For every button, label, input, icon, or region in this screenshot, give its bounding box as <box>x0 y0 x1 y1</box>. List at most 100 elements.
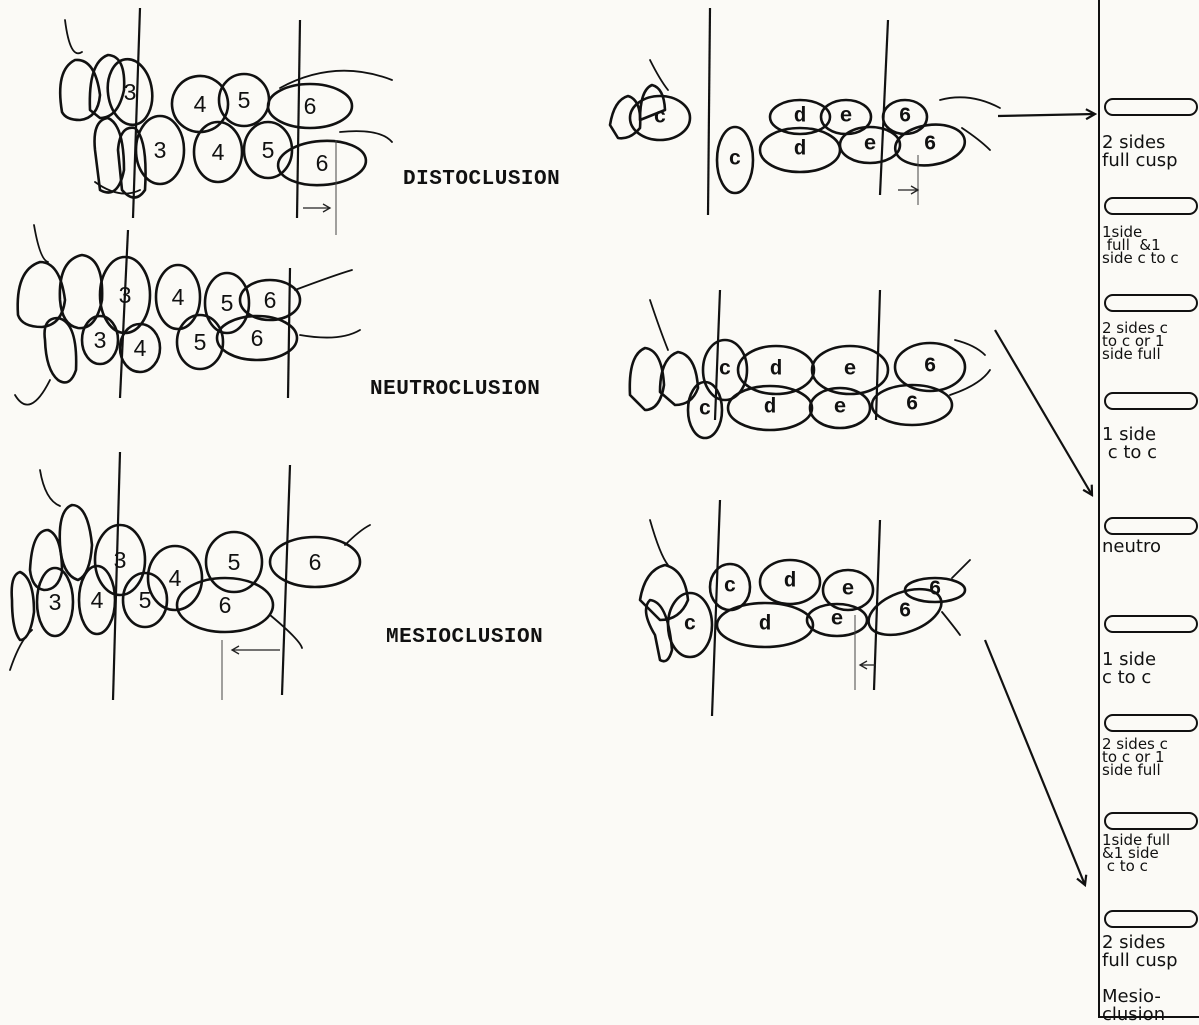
gum-line <box>345 525 370 545</box>
tooth-label: 3 <box>154 137 167 163</box>
tooth-label: 6 <box>924 134 937 157</box>
tooth-label: 6 <box>304 93 317 119</box>
tooth-label: 4 <box>172 284 185 310</box>
tooth-label: 3 <box>124 79 137 105</box>
scale-divider-pill <box>1104 517 1198 535</box>
scale-divider-pill <box>1104 812 1198 830</box>
tooth-outline <box>630 348 664 410</box>
tooth-label: e <box>834 397 847 420</box>
tooth-label: 5 <box>228 549 241 575</box>
gum-line <box>10 630 32 670</box>
tooth-label: 4 <box>212 139 225 165</box>
tooth-label: c <box>724 576 737 599</box>
tooth-outline <box>45 318 77 382</box>
gum-line <box>942 612 960 635</box>
tooth-label: d <box>794 139 807 162</box>
gum-line <box>270 615 302 648</box>
scale-cell-label: Mesio- clusion <box>1102 988 1165 1024</box>
tooth-label: 4 <box>91 587 104 613</box>
scale-cell-label: 2 sides full cusp <box>1102 934 1178 970</box>
tooth-label: 5 <box>194 329 207 355</box>
row-label-distoclusion: DISTOCLUSION <box>403 168 560 191</box>
tooth-label: 6 <box>924 356 937 379</box>
reference-line <box>708 8 710 215</box>
gum-line <box>15 380 50 405</box>
tooth-label: 6 <box>899 106 912 129</box>
scale-cell-label: 1side full &1 side c to c <box>1102 834 1170 872</box>
tooth-label: 6 <box>316 150 329 176</box>
tooth-label: c <box>654 107 667 130</box>
tooth-outline <box>12 572 34 640</box>
gum-line <box>650 520 668 565</box>
reference-line <box>120 230 128 398</box>
gum-line <box>65 20 82 53</box>
tooth-label: 6 <box>219 592 232 618</box>
gum-line <box>940 97 1000 108</box>
tooth-label: 5 <box>262 137 275 163</box>
scale-cell-label: 2 sides c to c or 1 side full <box>1102 322 1168 360</box>
tooth-label: e <box>831 609 844 632</box>
gum-line <box>952 560 970 578</box>
tooth-label: d <box>770 359 783 382</box>
scale-cell-label: 1 side c to c <box>1102 651 1156 687</box>
tooth-outline <box>60 255 102 328</box>
tooth-label: d <box>794 106 807 129</box>
reference-line <box>715 290 720 420</box>
tooth-label: 3 <box>94 327 107 353</box>
scale-divider-pill <box>1104 910 1198 928</box>
scale-divider-pill <box>1104 392 1198 410</box>
tooth-label: 3 <box>49 589 62 615</box>
tooth-label: e <box>840 106 853 129</box>
classification-scale: 2 sides full cusp 1side full &1 side c to… <box>1098 0 1199 1018</box>
tooth-label: 6 <box>251 325 264 351</box>
tooth-label: e <box>864 134 877 157</box>
pointer-arrow <box>985 640 1085 885</box>
tooth-label: 5 <box>238 87 251 113</box>
tooth-label: 6 <box>899 601 912 624</box>
scale-divider-pill <box>1104 197 1198 215</box>
tooth-outline <box>660 352 698 405</box>
tooth-label: c <box>729 149 742 172</box>
tooth-label: c <box>699 399 712 422</box>
tooth-label: 4 <box>134 335 147 361</box>
tooth-outline <box>60 505 92 580</box>
gum-line <box>962 128 990 150</box>
tooth-label: 4 <box>169 565 182 591</box>
scale-divider-pill <box>1104 615 1198 633</box>
gum-line <box>650 300 668 350</box>
gum-line <box>295 270 352 290</box>
tooth-label: 5 <box>139 587 152 613</box>
reference-line <box>712 500 720 716</box>
tooth-outline <box>610 96 640 138</box>
row-label-mesioclusion: MESIOCLUSION <box>386 626 543 649</box>
scale-divider-pill <box>1104 714 1198 732</box>
reference-line <box>288 268 290 398</box>
tooth-label: d <box>784 571 797 594</box>
tooth-label: e <box>842 579 855 602</box>
pointer-arrow <box>995 330 1092 495</box>
tooth-label: d <box>764 397 777 420</box>
tooth-label: 6 <box>309 549 322 575</box>
gum-line <box>34 225 48 262</box>
tooth-label: c <box>719 359 732 382</box>
row-label-neutroclusion: NEUTROCLUSION <box>370 378 540 401</box>
reference-line <box>113 452 120 700</box>
scale-cell-label: 1side full &1 side c to c <box>1102 226 1179 264</box>
tooth-label: c <box>684 614 697 637</box>
tooth-label: 5 <box>221 290 234 316</box>
pointer-arrow <box>998 114 1095 116</box>
tooth-label: 4 <box>194 91 207 117</box>
scale-cell-label: 1 side c to c <box>1102 426 1157 462</box>
tooth-label: e <box>844 359 857 382</box>
tooth-label: 3 <box>114 547 127 573</box>
reference-line <box>133 8 140 218</box>
scale-divider-pill <box>1104 294 1198 312</box>
tooth-outline <box>30 530 62 590</box>
gum-line <box>300 330 360 338</box>
tooth-label: 6 <box>906 394 919 417</box>
scale-cell-label: neutro <box>1102 538 1161 556</box>
scale-cell-label: 2 sides full cusp <box>1102 134 1178 170</box>
tooth-label: 6 <box>264 287 277 313</box>
reference-line <box>297 20 300 218</box>
